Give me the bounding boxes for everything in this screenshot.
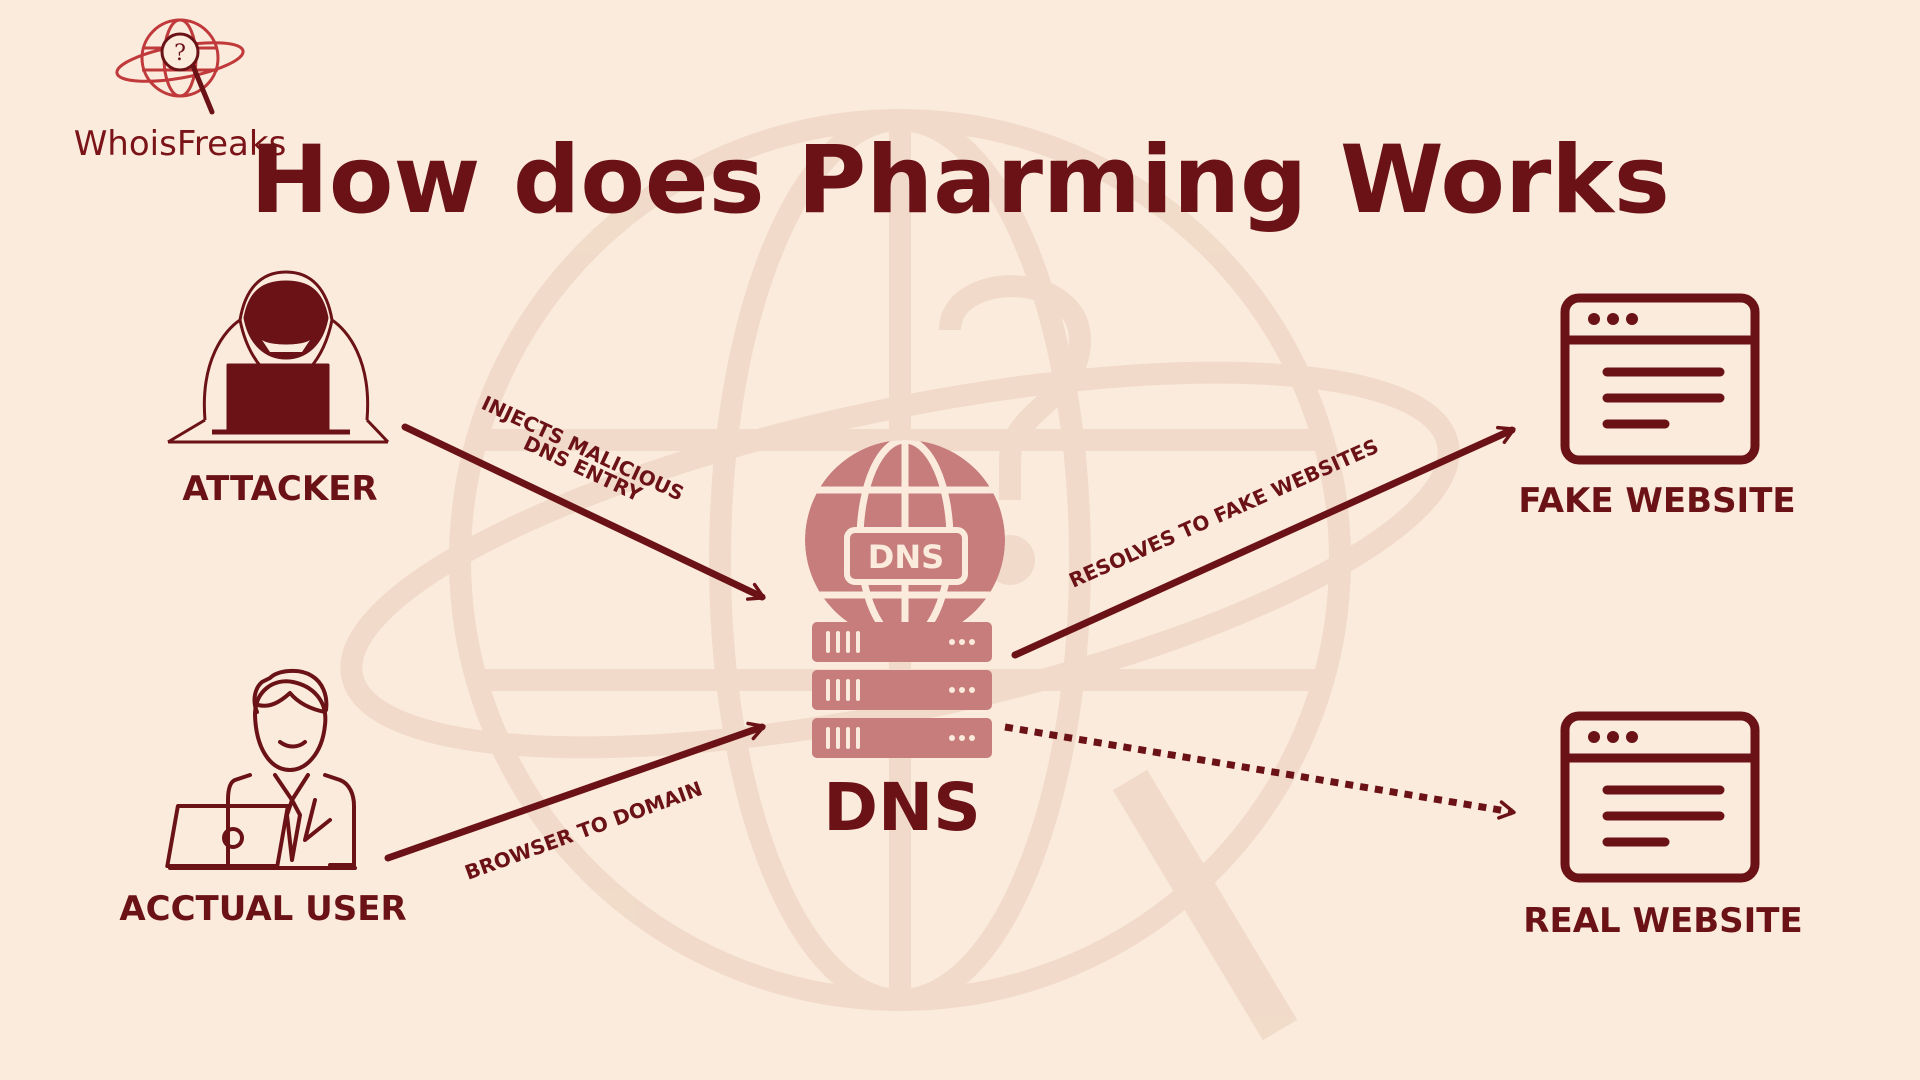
- real-website-label: REAL WEBSITE: [1523, 901, 1802, 941]
- user-laptop-icon: [165, 669, 357, 870]
- hooded-hacker-icon: [167, 270, 390, 444]
- page-title: How does Pharming Works: [250, 126, 1670, 235]
- fake-website-label: FAKE WEBSITE: [1518, 481, 1795, 521]
- brand-name: WhoisFreaks: [74, 124, 287, 164]
- arrow-attacker-to-dns: [401, 423, 766, 601]
- dns-label: DNS: [823, 769, 981, 846]
- browser-window-icon: [1560, 293, 1760, 465]
- dns-badge: [844, 527, 968, 585]
- brand-logo: ? WhoisFreaks: [74, 18, 287, 164]
- server-rack-icon: [812, 622, 992, 758]
- user-label: ACCTUAL USER: [119, 889, 406, 929]
- dns-server-icon: DNS: [805, 440, 1005, 758]
- question-mark-icon: ?: [174, 41, 186, 66]
- attacker-label: ATTACKER: [182, 469, 377, 509]
- globe-magnifier-icon: [115, 18, 245, 115]
- arrow-user-to-dns: [384, 721, 766, 862]
- arrow-dns-to-real-dotted: [1004, 723, 1516, 820]
- browser-window-icon: [1560, 711, 1760, 883]
- dns-badge-label: DNS: [868, 538, 944, 576]
- arrow-dns-to-fake: [1011, 425, 1516, 659]
